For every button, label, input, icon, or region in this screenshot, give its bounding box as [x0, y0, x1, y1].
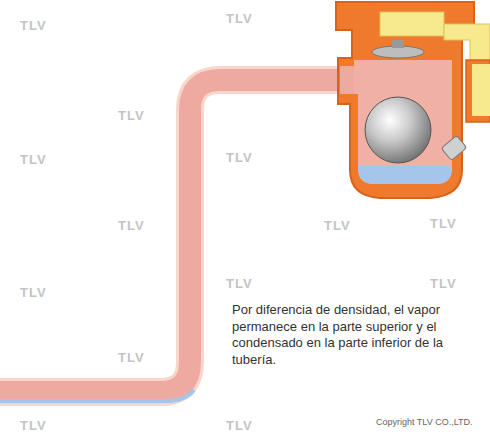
watermark: TLV	[226, 418, 253, 433]
vent-seat	[392, 40, 404, 48]
copyright: Copyright TLV CO.,LTD.	[376, 417, 473, 427]
explanatory-note: Por diferencia de densidad, el vapor per…	[232, 302, 470, 368]
outlet-passage	[380, 12, 444, 36]
orifice	[441, 135, 467, 160]
trap-chamber	[354, 60, 452, 184]
outlet-flange	[466, 60, 490, 122]
watermark: TLV	[324, 218, 351, 233]
ball-float	[365, 97, 431, 163]
watermark: TLV	[20, 18, 47, 33]
watermark: TLV	[226, 276, 253, 291]
watermark: TLV	[118, 108, 145, 123]
watermark: TLV	[20, 285, 47, 300]
watermark: TLV	[20, 152, 47, 167]
watermark: TLV	[430, 216, 457, 231]
watermark: TLV	[118, 350, 145, 365]
watermark: TLV	[430, 276, 457, 291]
watermark: TLV	[118, 218, 145, 233]
watermark: TLV	[226, 150, 253, 165]
inlet-port	[340, 66, 354, 94]
trap-condensate	[358, 166, 452, 184]
condensate-layer	[0, 390, 194, 401]
watermark: TLV	[226, 11, 253, 26]
outlet-bore	[472, 64, 490, 116]
watermark: TLV	[20, 418, 47, 433]
